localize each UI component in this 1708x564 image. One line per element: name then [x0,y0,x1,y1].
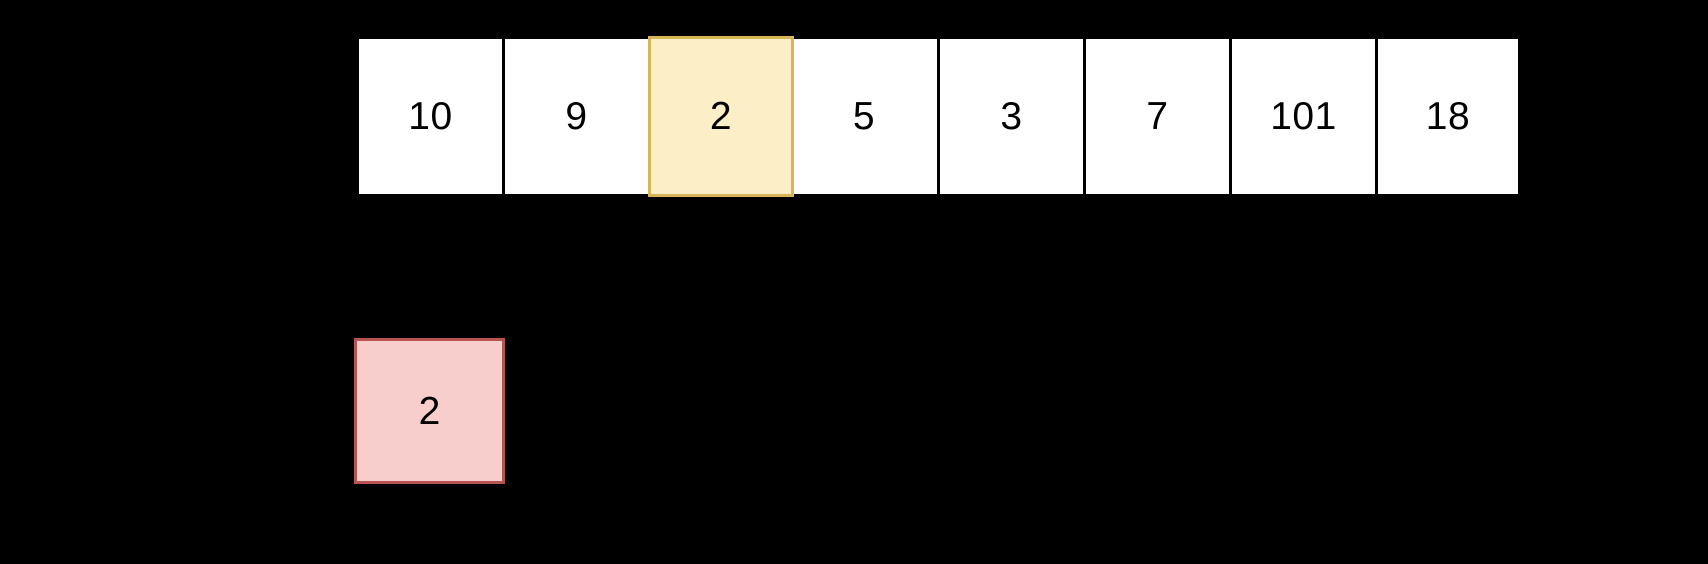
array-cell-5[interactable]: 7 [1083,36,1229,197]
array-cell-3[interactable]: 5 [791,36,937,197]
array-cell-value: 2 [709,95,733,138]
array-cell-2-highlighted[interactable]: 2 [648,36,794,197]
array-cell-value: 5 [852,95,876,138]
array-cell-value: 101 [1270,95,1337,138]
array-cell-7[interactable]: 18 [1375,36,1521,197]
array-strip: 10 9 2 5 3 7 101 18 [356,36,1521,197]
array-cell-value: 10 [408,95,453,138]
array-cell-value: 18 [1425,95,1471,138]
array-cell-4[interactable]: 3 [937,36,1083,197]
array-cell-value: 3 [1000,95,1023,138]
array-cell-value: 7 [1146,95,1169,138]
key-value-text: 2 [418,389,441,433]
key-value-box[interactable]: 2 [354,338,505,484]
array-cell-1[interactable]: 9 [502,36,648,197]
array-cell-value: 9 [565,95,588,138]
array-cell-6[interactable]: 101 [1229,36,1375,197]
array-cell-0[interactable]: 10 [356,36,502,197]
